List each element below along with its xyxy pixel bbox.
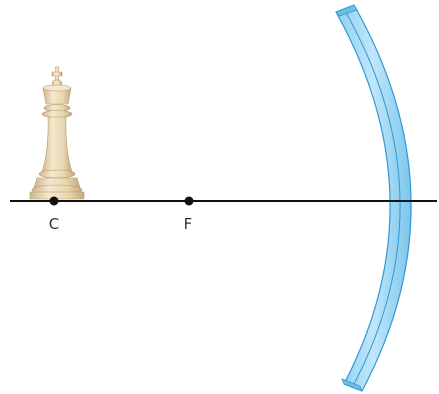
label-c: C — [49, 215, 59, 233]
concave-mirror — [336, 5, 411, 391]
label-f: F — [184, 215, 193, 233]
point-f — [185, 197, 194, 206]
point-c — [50, 197, 59, 206]
chess-king-icon — [30, 67, 84, 199]
